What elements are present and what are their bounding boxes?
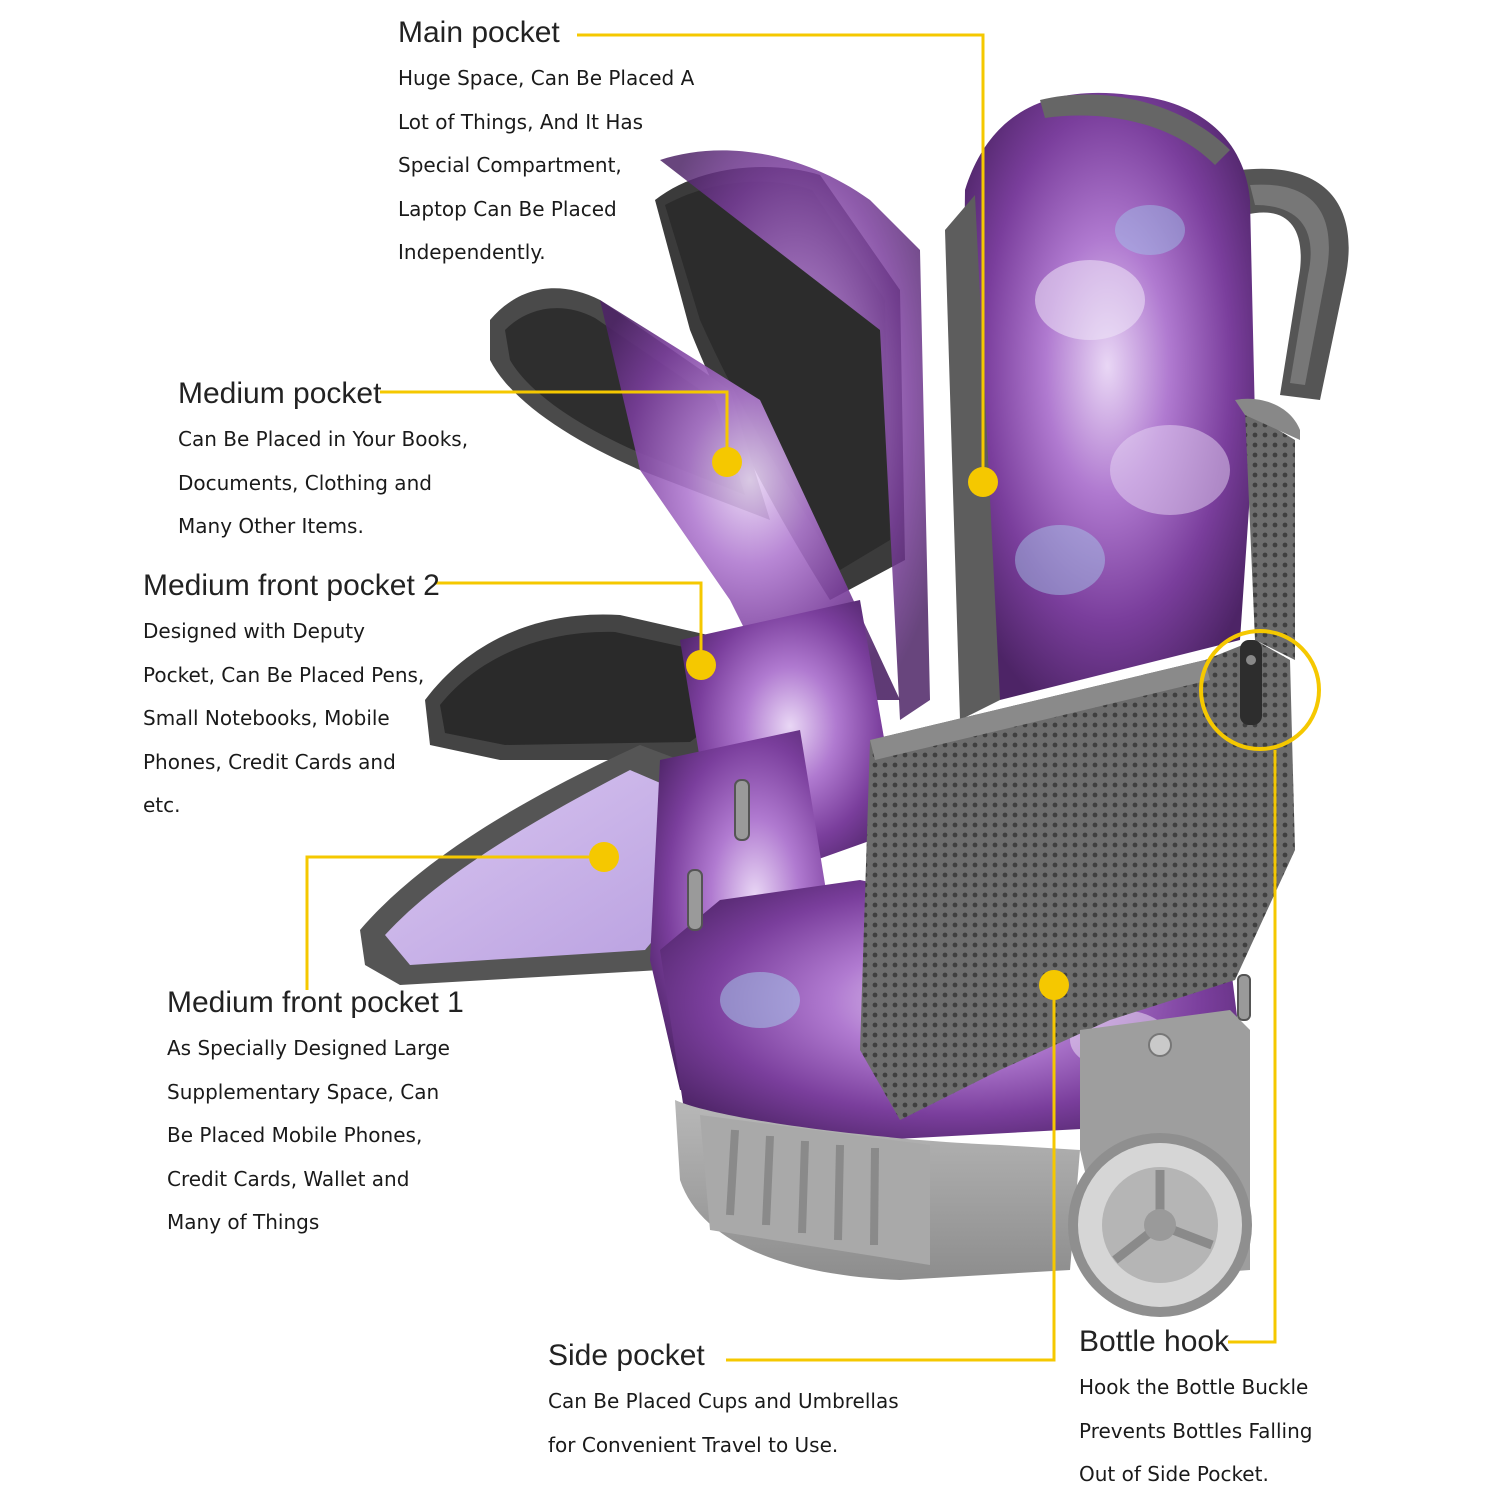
callout-main-pocket: Main pocket Huge Space, Can Be Placed A … [398,15,694,275]
dot-medium-pocket [712,447,742,477]
dot-main-pocket [968,467,998,497]
shoulder-strap [1240,168,1349,400]
description-line: etc. [143,793,181,817]
callout-description: Hook the Bottle Buckle Prevents Bottles … [1079,1366,1312,1497]
callout-title: Medium pocket [178,377,382,410]
callout-medium-pocket: Medium pocket Can Be Placed in Your Book… [178,376,468,549]
description-line: Pocket, Can Be Placed Pens, [143,662,425,687]
description-line: Independently. [398,240,546,264]
callout-bottle-hook: Bottle hook Hook the Bottle Buckle Preve… [1079,1324,1312,1497]
description-line: for Convenient Travel to Use. [548,1432,839,1457]
callout-description: As Specially Designed Large Supplementar… [167,1027,464,1245]
description-line: Can Be Placed in Your Books, [178,427,469,451]
description-line: Can Be Placed Cups and Umbrellas [548,1389,899,1413]
callout-dots [589,447,1069,1000]
description-line: Be Placed Mobile Phones, [167,1123,423,1147]
description-line: Hook the Bottle Buckle [1079,1375,1309,1399]
zipper-pulls [687,779,1251,1021]
dot-front-pocket-1 [589,842,619,872]
callout-leaders [305,33,1321,1362]
callout-description: Designed with Deputy Pocket, Can Be Plac… [143,610,440,828]
description-line: Laptop Can Be Placed [398,196,617,221]
callout-title: Main pocket [398,16,560,49]
main-pocket-body [945,92,1255,720]
medium-pocket-flap [655,150,930,721]
callout-title: Medium front pocket 1 [167,986,464,1019]
callout-medium-front-pocket-1: Medium front pocket 1 As Specially Desig… [167,985,464,1245]
upper-open-flap [490,288,900,700]
callout-description: Huge Space, Can Be Placed A Lot of Thing… [398,57,694,275]
dot-front-pocket-2 [686,650,716,680]
description-line: Prevents Bottles Falling [1079,1418,1313,1443]
description-line: Small Notebooks, Mobile [143,706,390,730]
callout-title: Medium front pocket 2 [143,569,440,602]
description-line: Many Other Items. [178,514,364,538]
description-line: Designed with Deputy [143,619,365,643]
callout-side-pocket: Side pocket Can Be Placed Cups and Umbre… [548,1338,899,1467]
description-line: Supplementary Space, Can [167,1079,440,1104]
leader-front-pocket-2 [435,581,703,665]
description-line: As Specially Designed Large [167,1036,450,1060]
description-line: Lot of Things, And It Has [398,109,644,134]
description-line: Many of Things [167,1210,320,1234]
description-line: Special Compartment, [398,153,622,177]
leader-bottle-hook [1228,750,1277,1344]
callout-description: Can Be Placed Cups and Umbrellas for Con… [548,1380,899,1467]
description-line: Credit Cards, Wallet and [167,1166,410,1191]
description-line: Phones, Credit Cards and [143,749,396,774]
callout-medium-front-pocket-2: Medium front pocket 2 Designed with Depu… [143,568,440,828]
callout-title: Side pocket [548,1339,705,1372]
side-mesh-pocket [860,398,1300,1120]
description-line: Documents, Clothing and [178,470,432,495]
leader-medium-pocket [380,390,729,462]
leader-front-pocket-1 [305,855,604,990]
trolley-base [675,1010,1252,1317]
callout-description: Can Be Placed in Your Books, Documents, … [178,418,468,549]
callout-title: Bottle hook [1079,1325,1230,1358]
bottle-hook [1240,640,1262,725]
description-line: Huge Space, Can Be Placed A [398,66,695,90]
bottle-hook-highlight-ring [1199,629,1321,751]
leader-main-pocket [577,33,985,482]
description-line: Out of Side Pocket. [1079,1462,1269,1486]
dot-side-pocket [1039,970,1069,1000]
leader-side-pocket [726,985,1056,1362]
